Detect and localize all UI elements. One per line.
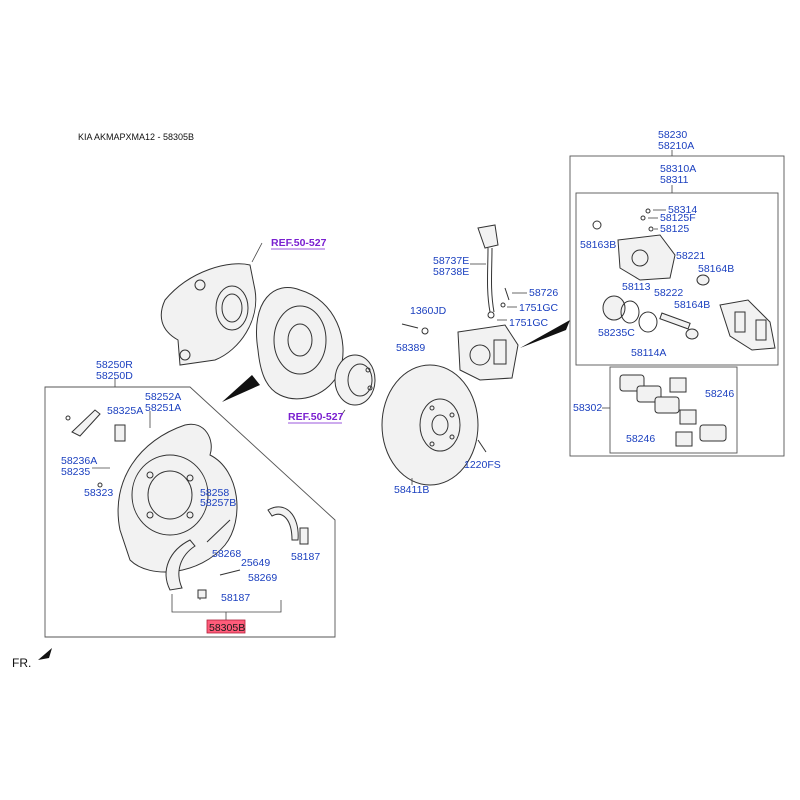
diagram-title: KIA AKMAPXMA12 - 58305B — [78, 132, 194, 142]
adjuster-shape — [114, 424, 126, 442]
parking-brake-group-box — [44, 386, 336, 638]
brake-pad-kit-box — [609, 366, 738, 454]
dust-shield-shape — [256, 287, 344, 400]
hold-down-spring-shape — [299, 527, 309, 545]
label-1751GC-upper[interactable]: 1751GC — [519, 302, 559, 314]
label-58252A[interactable]: 58252A — [145, 391, 181, 403]
highlight-badge — [206, 619, 246, 634]
label-1360JD[interactable]: 1360JD — [410, 305, 447, 317]
label-58235[interactable]: 58235 — [61, 466, 90, 478]
washer-shape — [500, 302, 506, 308]
label-58210A[interactable]: 58210A — [658, 140, 694, 152]
label-58250D[interactable]: 58250D — [96, 370, 133, 382]
brake-pads-shape — [619, 374, 727, 447]
label-58164B-upper[interactable]: 58164B — [698, 263, 734, 275]
label-58737E[interactable]: 58737E — [433, 255, 469, 267]
label-58221[interactable]: 58221 — [676, 250, 705, 262]
label-58163B[interactable]: 58163B — [580, 239, 616, 251]
label-58164B-lower[interactable]: 58164B — [674, 299, 710, 311]
label-58268[interactable]: 58268 — [212, 548, 241, 560]
caliper-shape — [457, 324, 519, 381]
label-58310A[interactable]: 58310A — [660, 163, 696, 175]
hub-bearing-shape — [334, 354, 376, 406]
bolt-shape — [97, 482, 103, 488]
piston-shape — [602, 295, 658, 333]
knuckle-shape — [160, 263, 257, 366]
label-58125[interactable]: 58125 — [660, 223, 689, 235]
label-58411B[interactable]: 58411B — [394, 484, 429, 496]
caliper-bolt-shape — [401, 323, 419, 329]
label-58258[interactable]: 58258 — [200, 487, 229, 499]
label-58114A[interactable]: 58114A — [631, 347, 666, 359]
label-58311[interactable]: 58311 — [660, 174, 689, 186]
label-58222[interactable]: 58222 — [654, 287, 683, 299]
bleeder-screw-shape — [592, 220, 602, 230]
ref-label-2[interactable]: REF.50-527 — [288, 411, 344, 423]
label-25649[interactable]: 25649 — [241, 557, 270, 569]
backing-plate-shape — [117, 423, 238, 573]
brake-disc-shape — [381, 364, 479, 486]
label-58325A[interactable]: 58325A — [107, 405, 143, 417]
bleeder-bolt-shape — [504, 287, 510, 301]
label-58314[interactable]: 58314 — [668, 204, 697, 216]
label-58113[interactable]: 58113 — [622, 281, 651, 293]
label-58236A[interactable]: 58236A — [61, 455, 97, 467]
label-58250R[interactable]: 58250R — [96, 359, 133, 371]
brake-shoe-right-shape — [267, 506, 299, 541]
front-arrow-icon — [38, 648, 52, 660]
label-58323[interactable]: 58323 — [84, 487, 113, 499]
carrier-bracket-shape — [719, 299, 776, 351]
label-58305B-highlighted[interactable]: 58305B — [209, 622, 245, 634]
brake-shoe-left-shape — [165, 539, 196, 591]
label-58389[interactable]: 58389 — [396, 342, 425, 354]
label-58738E[interactable]: 58738E — [433, 266, 469, 278]
caliper-body-shape — [617, 234, 676, 281]
label-1220FS[interactable]: 1220FS — [464, 459, 501, 471]
caliper-assembly-box — [569, 155, 785, 457]
label-58246-lower[interactable]: 58246 — [626, 433, 655, 445]
caliper-body-box — [575, 192, 779, 366]
disc-screw-shape — [477, 439, 487, 453]
adjuster-spring-shape — [219, 569, 241, 576]
guide-pin-shape — [659, 274, 710, 340]
label-58246-upper[interactable]: 58246 — [705, 388, 734, 400]
section-separator-1 — [222, 375, 260, 402]
label-58302[interactable]: 58302 — [573, 402, 602, 414]
hold-down-pin-shape — [197, 589, 207, 599]
label-58230[interactable]: 58230 — [658, 129, 687, 141]
brake-hose-shape — [477, 224, 499, 319]
label-1751GC-lower[interactable]: 1751GC — [509, 317, 549, 329]
ref-label-1[interactable]: REF.50-527 — [271, 237, 327, 249]
front-direction-label: FR. — [12, 656, 31, 670]
label-58187-lower[interactable]: 58187 — [221, 592, 250, 604]
label-58187-right[interactable]: 58187 — [291, 551, 320, 563]
spring-shape — [206, 519, 231, 543]
label-58235C[interactable]: 58235C — [598, 327, 635, 339]
label-58257B[interactable]: 58257B — [200, 497, 236, 509]
label-58125F[interactable]: 58125F — [660, 212, 696, 224]
section-separator-2 — [520, 320, 570, 348]
label-58251A[interactable]: 58251A — [145, 402, 181, 414]
label-58269[interactable]: 58269 — [248, 572, 277, 584]
label-58726[interactable]: 58726 — [529, 287, 558, 299]
lever-shape — [65, 409, 101, 437]
